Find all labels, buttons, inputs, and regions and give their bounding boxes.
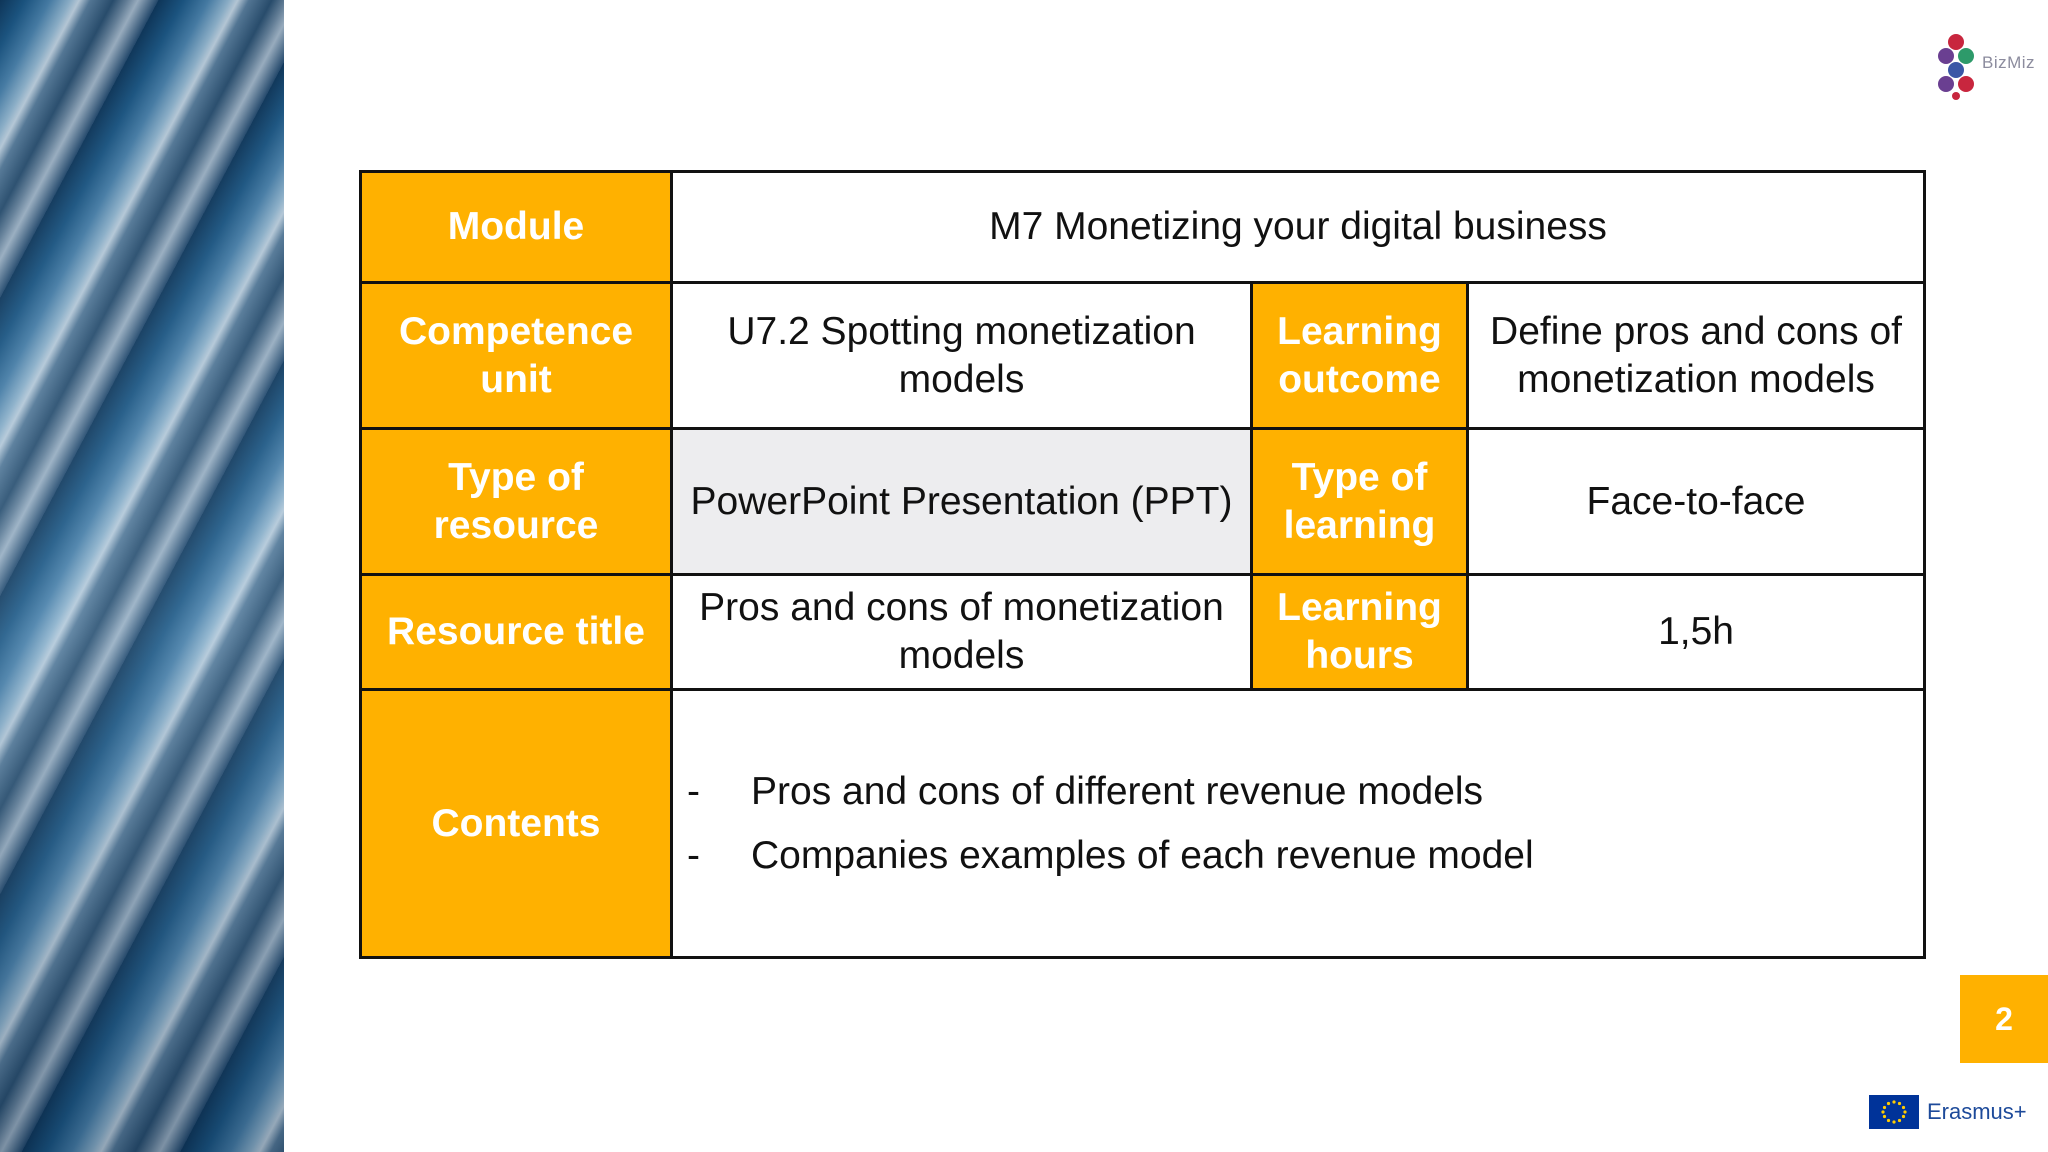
resource-type-value: PowerPoint Presentation (PPT) [670, 427, 1253, 576]
learning-type-label: Type of learning [1250, 427, 1469, 576]
list-item: - Pros and cons of different revenue mod… [683, 768, 1913, 816]
table-row-module: Module M7 Monetizing your digital busine… [359, 170, 1927, 284]
bullet-dash: - [687, 769, 700, 813]
bullet-dash: - [687, 833, 700, 877]
erasmus-logo: Erasmus+ [1869, 1095, 2027, 1129]
resource-type-label: Type of resource [359, 427, 673, 576]
contents-label: Contents [359, 688, 673, 959]
table-row-resource-title: Resource title Pros and cons of monetiza… [359, 573, 1927, 691]
contents-cell: - Pros and cons of different revenue mod… [669, 688, 1927, 959]
resource-title-value: Pros and cons of monetization models [670, 573, 1253, 691]
contents-item-text: Companies examples of each revenue model [751, 833, 1534, 877]
contents-item-text: Pros and cons of different revenue model… [751, 769, 1484, 813]
eu-flag-icon [1869, 1095, 1919, 1129]
module-label: Module [359, 170, 673, 284]
bizmiz-logo-icon [1938, 34, 1974, 100]
table-row-contents: Contents - Pros and cons of different re… [359, 688, 1927, 959]
hours-label: Learning hours [1250, 573, 1469, 691]
learning-type-value: Face-to-face [1465, 427, 1927, 576]
erasmus-text: Erasmus+ [1927, 1099, 2027, 1124]
competence-value: U7.2 Spotting monetization models [670, 281, 1253, 430]
outcome-label: Learning outcome [1250, 281, 1469, 430]
table-row-competence: Competence unit U7.2 Spotting monetizati… [359, 281, 1927, 430]
module-info-table: Module M7 Monetizing your digital busine… [359, 170, 1927, 959]
logo-text: BizMiz [1982, 53, 2036, 72]
list-item: - Companies examples of each revenue mod… [683, 832, 1913, 880]
resource-title-label: Resource title [359, 573, 673, 691]
side-decorative-image [0, 0, 284, 1152]
contents-list: - Pros and cons of different revenue mod… [683, 768, 1913, 879]
hours-value: 1,5h [1465, 573, 1927, 691]
table-row-type: Type of resource PowerPoint Presentation… [359, 427, 1927, 576]
module-value: M7 Monetizing your digital business [669, 170, 1927, 284]
page-number: 2 [1960, 975, 2048, 1063]
outcome-value: Define pros and cons of monetization mod… [1465, 281, 1927, 430]
competence-label: Competence unit [359, 281, 673, 430]
